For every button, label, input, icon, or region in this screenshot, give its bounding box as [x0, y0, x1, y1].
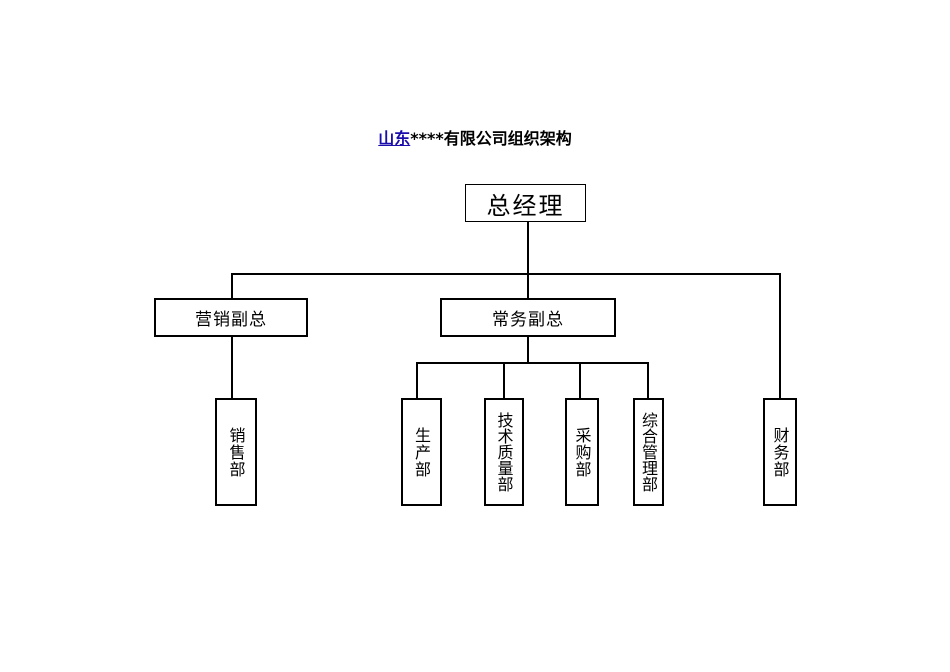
ceo-label: 总经理 — [486, 191, 565, 220]
title-text: ****有限公司组织架构 — [410, 129, 572, 148]
executive-vp-box: 常务副总 — [440, 298, 616, 337]
connector-ceo-down — [527, 221, 529, 274]
tech-quality-dept-label: 技术质量部 — [494, 412, 514, 492]
production-dept-label: 生产部 — [412, 426, 431, 478]
connector-to-production — [416, 362, 418, 399]
connector-sub-bus — [416, 362, 649, 364]
connector-top-bus — [231, 273, 781, 275]
executive-vp-label: 常务副总 — [492, 310, 564, 330]
connector-to-executive-vp — [527, 273, 529, 299]
document-title: 山东****有限公司组织架构 — [0, 128, 950, 150]
procurement-dept-label: 采购部 — [572, 426, 592, 478]
marketing-vp-label: 营销副总 — [195, 310, 267, 330]
production-dept-box: 生产部 — [401, 398, 442, 506]
finance-dept-box: 财务部 — [763, 398, 797, 506]
connector-to-finance — [779, 273, 781, 399]
admin-dept-label: 综合管理部 — [639, 412, 658, 492]
connector-executive-vp-down — [527, 336, 529, 363]
connector-to-admin — [647, 362, 649, 399]
ceo-box: 总经理 — [465, 184, 586, 222]
connector-to-sales — [231, 336, 233, 399]
sales-dept-box: 销售部 — [215, 398, 257, 506]
procurement-dept-box: 采购部 — [565, 398, 599, 506]
marketing-vp-box: 营销副总 — [154, 298, 308, 337]
admin-dept-box: 综合管理部 — [633, 398, 664, 506]
finance-dept-label: 财务部 — [770, 426, 790, 478]
tech-quality-dept-box: 技术质量部 — [484, 398, 524, 506]
connector-to-procurement — [579, 362, 581, 399]
connector-to-marketing-vp — [231, 273, 233, 299]
title-link[interactable]: 山东 — [378, 129, 411, 148]
sales-dept-label: 销售部 — [226, 426, 246, 478]
connector-to-tech-quality — [503, 362, 505, 399]
